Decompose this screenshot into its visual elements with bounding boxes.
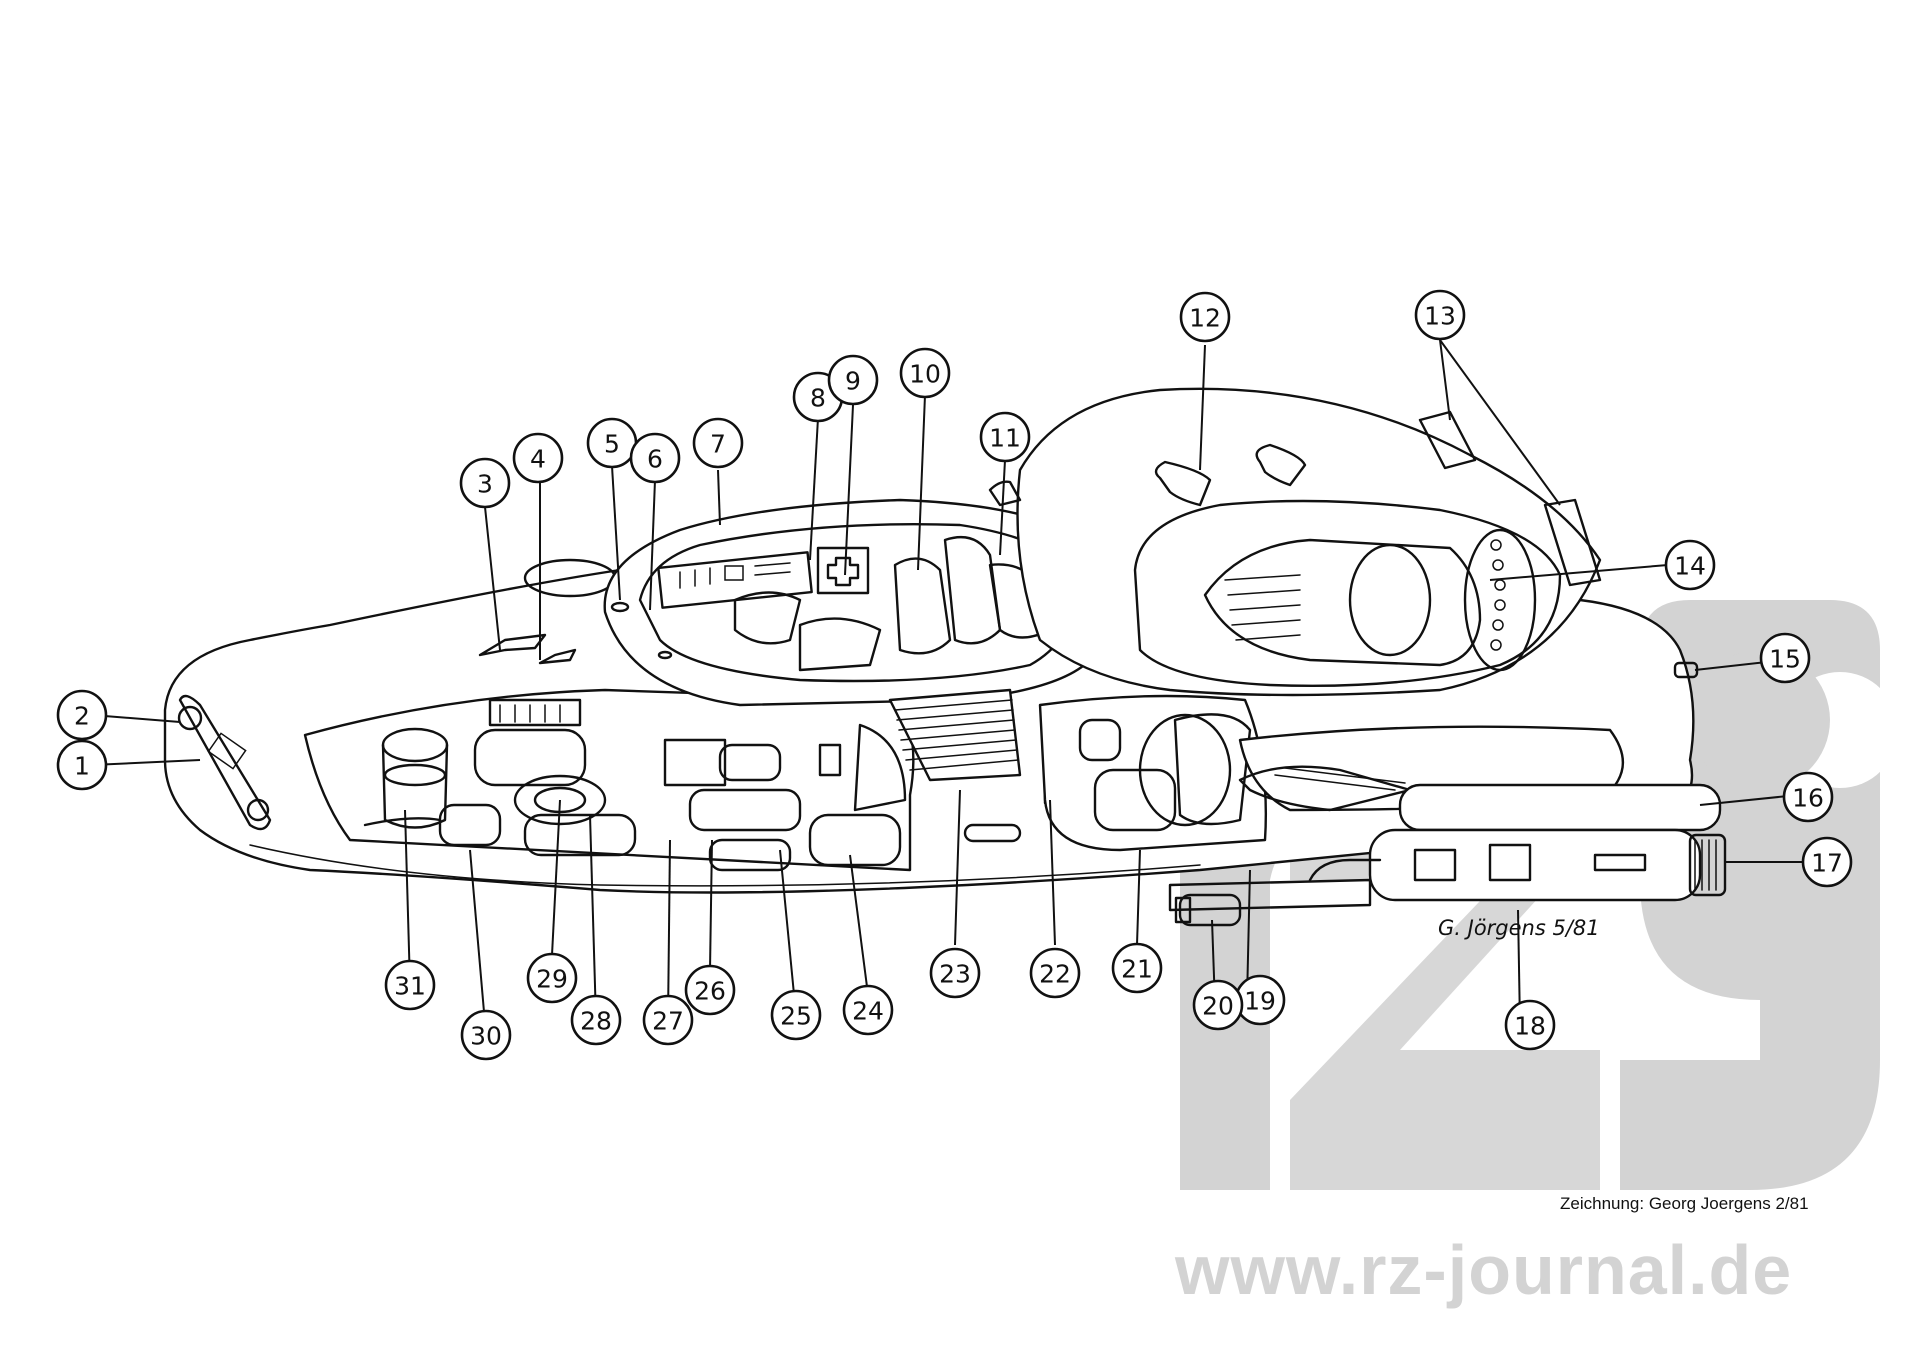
callout-30: 30 [460,1009,512,1061]
callout-circle [827,354,879,406]
callout-number: 10 [909,360,941,389]
callout-circle [642,994,694,1046]
callout-4: 4 [512,432,564,484]
callout-number: 13 [1424,302,1456,331]
callout-number: 15 [1769,645,1801,674]
callout-circle [56,739,108,791]
callout-number: 14 [1674,552,1706,581]
callout-circle [929,947,981,999]
callout-18: 18 [1504,999,1556,1051]
callout-26: 26 [684,964,736,1016]
callout-5: 5 [586,417,638,469]
callout-1: 1 [56,739,108,791]
callout-number: 9 [845,367,861,396]
callout-number: 12 [1189,304,1221,333]
callout-10: 10 [899,347,951,399]
callout-circle [1029,947,1081,999]
callout-number: 31 [394,972,426,1001]
callout-3: 3 [459,457,511,509]
callout-16: 16 [1782,771,1834,823]
lower-pod [1168,661,1727,927]
callout-circle [770,989,822,1041]
callout-7: 7 [692,417,744,469]
callout-6: 6 [629,432,681,484]
callout-number: 23 [939,960,971,989]
callout-number: 7 [710,430,726,459]
callout-circle [570,994,622,1046]
callout-circle [629,432,681,484]
callout-circle [460,1009,512,1061]
callout-number: 5 [604,430,620,459]
callout-number: 29 [536,965,568,994]
callout-20: 20 [1192,979,1244,1031]
callout-number: 17 [1811,849,1843,878]
callout-22: 22 [1029,947,1081,999]
callout-circle [1192,979,1244,1031]
callout-25: 25 [770,989,822,1041]
callout-circle [684,964,736,1016]
callout-circle [384,959,436,1011]
callout-29: 29 [526,952,578,1004]
callout-15: 15 [1759,632,1811,684]
callout-circle [1782,771,1834,823]
leader-lines [91,339,1807,1036]
callout-number: 26 [694,977,726,1006]
callout-number: 3 [477,470,493,499]
callout-24: 24 [842,984,894,1036]
callout-circle [1759,632,1811,684]
callout-19: 19 [1234,974,1286,1026]
callout-circle [1179,291,1231,343]
callout-number: 22 [1039,960,1071,989]
callout-number: 18 [1514,1012,1546,1041]
callout-circle [899,347,951,399]
callout-circle [459,457,511,509]
callout-number: 25 [780,1002,812,1031]
callout-circle [842,984,894,1036]
callout-number: 20 [1202,992,1234,1021]
callout-11: 11 [979,411,1031,463]
callout-circle [1664,539,1716,591]
callout-9: 9 [827,354,879,406]
callout-number: 27 [652,1007,684,1036]
callout-number: 4 [530,445,546,474]
callout-number: 19 [1244,987,1276,1016]
callout-number: 8 [810,384,826,413]
callout-2: 2 [56,689,108,741]
left-equipment-bay [303,688,915,872]
callout-12: 12 [1179,291,1231,343]
callout-31: 31 [384,959,436,1011]
callout-circle [1504,999,1556,1051]
callout-circle [1801,836,1853,888]
callout-circle [526,952,578,1004]
callout-number: 30 [470,1022,502,1051]
website-watermark: www.rz-journal.de [1175,1231,1793,1309]
center-vent [888,688,1059,843]
callout-number: 21 [1121,955,1153,984]
callout-13: 13 [1414,289,1466,341]
rear-equipment-bay [1038,694,1268,852]
callout-circle [1414,289,1466,341]
callout-number: 16 [1792,784,1824,813]
callout-28: 28 [570,994,622,1046]
callout-circle [1111,942,1163,994]
callout-number: 6 [647,445,663,474]
callout-number: 2 [74,702,90,731]
callout-number: 24 [852,997,884,1026]
callout-number: 28 [580,1007,612,1036]
drawing-credit: Zeichnung: Georg Joergens 2/81 [1560,1194,1809,1213]
callout-17: 17 [1801,836,1853,888]
callout-circle [512,432,564,484]
callout-circle [979,411,1031,463]
callout-circle [692,417,744,469]
callout-21: 21 [1111,942,1163,994]
callout-23: 23 [929,947,981,999]
callout-27: 27 [642,994,694,1046]
callout-number: 1 [74,752,90,781]
callout-circle [56,689,108,741]
callout-14: 14 [1664,539,1716,591]
callout-number: 11 [989,424,1021,453]
